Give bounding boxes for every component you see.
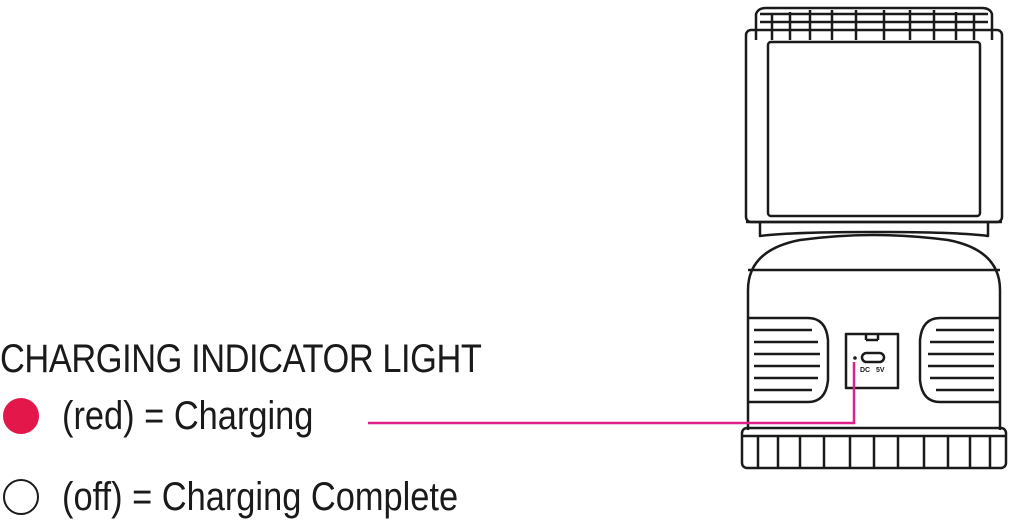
lantern-top-cap (754, 6, 994, 40)
legend-item-charging-label: (red) = Charging (62, 394, 314, 438)
lantern-lens (744, 28, 1004, 224)
charging-indicator-led-icon (853, 356, 857, 360)
leader-line (368, 362, 856, 425)
charging-indicator-title: CHARGING INDICATOR LIGHT (0, 337, 482, 381)
dc-5v-charging-port (844, 332, 900, 390)
red-indicator-dot-icon (3, 398, 39, 434)
lantern-bottom-ring (740, 426, 1008, 470)
off-indicator-dot-icon (3, 479, 39, 515)
port-label-dc: DC (860, 367, 870, 374)
lantern-base (746, 222, 1002, 430)
legend-item-charging-complete-label: (off) = Charging Complete (62, 475, 459, 519)
port-label-5v: 5V (876, 367, 885, 374)
